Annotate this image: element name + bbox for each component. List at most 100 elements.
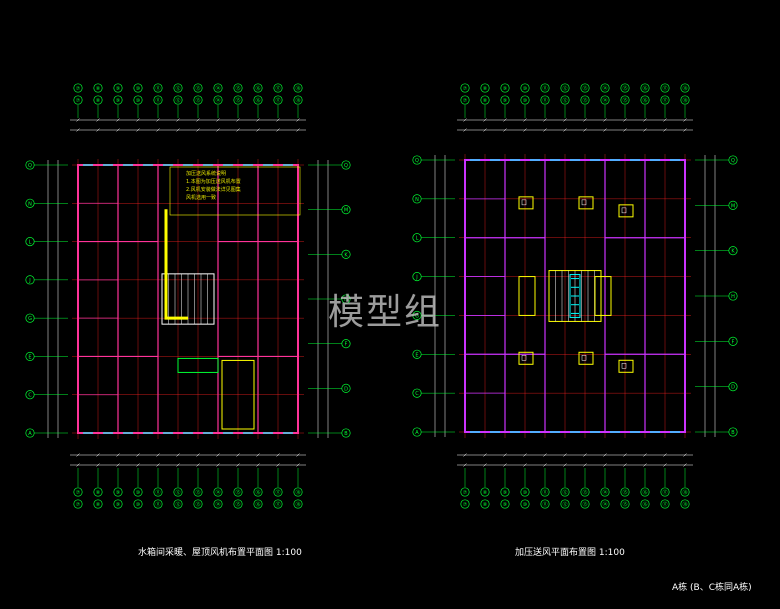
axis-bubble [73, 95, 83, 105]
axis-label: ⑯ [642, 97, 647, 104]
axis-bubble [193, 83, 203, 93]
axis-bubble [500, 83, 510, 93]
axis-label: ⑨ [116, 86, 120, 92]
axis-bubble [580, 499, 590, 509]
axis-bubble [680, 83, 690, 93]
dimension-tick [196, 453, 200, 457]
axis-label: ⑧ [483, 502, 488, 508]
dimension-tick [503, 463, 507, 467]
dimension-tick [156, 118, 160, 122]
axis-bubble [133, 487, 143, 497]
dimension-tick [176, 128, 180, 132]
axis-label: ⑪ [542, 489, 547, 496]
axis-bubble [133, 499, 143, 509]
axis-label: ⑩ [523, 98, 528, 104]
dimension-tick [256, 453, 260, 457]
building-note: A栋 (B、C栋同A栋) [672, 583, 752, 593]
dimension-tick [563, 463, 567, 467]
axis-bubble [213, 487, 223, 497]
axis-bubble [540, 499, 550, 509]
axis-bubble [480, 487, 490, 497]
equipment-room [221, 359, 255, 430]
axis-bubble [173, 95, 183, 105]
dimension-tick [643, 463, 647, 467]
axis-label: ⑧ [96, 86, 101, 92]
axis-bubble [113, 499, 123, 509]
note-line: 加压送风系统说明 [186, 171, 227, 177]
dimension-tick [463, 463, 467, 467]
axis-label: ⑧ [483, 490, 488, 496]
dimension-tick [136, 463, 140, 467]
dimension-tick [663, 453, 667, 457]
axis-label: ⑦ [463, 98, 468, 104]
dimension-tick [523, 118, 527, 122]
axis-label: ⑬ [195, 489, 200, 496]
dimension-tick [523, 128, 527, 132]
axis-label: ⑦ [463, 502, 468, 508]
dimension-tick [503, 128, 507, 132]
right-floor-plan: ⑦⑦⑦⑦⑧⑧⑧⑧⑨⑨⑨⑨⑩⑩⑩⑩⑪⑪⑪⑪⑫⑫⑫⑫⑬⑬⑬⑬⑭⑭⑭⑭⑮⑮⑮⑮⑯⑯⑯⑯… [412, 83, 738, 509]
dimension-tick [563, 118, 567, 122]
axis-label: ⑮ [622, 489, 627, 496]
bathroom-block [518, 196, 534, 210]
axis-label: ⑬ [195, 97, 200, 104]
axis-label: D [731, 385, 735, 391]
axis-label: ⑱ [682, 97, 687, 104]
axis-bubble [293, 499, 303, 509]
dimension-tick [483, 463, 487, 467]
dimension-tick [196, 128, 200, 132]
axis-label: B [731, 430, 735, 436]
dimension-tick [116, 118, 120, 122]
axis-bubble [113, 95, 123, 105]
dimension-tick [463, 118, 467, 122]
axis-label: L [29, 240, 32, 246]
axis-label: ⑮ [235, 489, 240, 496]
axis-label: ⑱ [295, 85, 300, 92]
note-line: 2.风机安装做法详见图集 [186, 187, 241, 193]
dimension-tick [256, 128, 260, 132]
axis-label: ⑩ [523, 502, 528, 508]
axis-label: ⑪ [542, 97, 547, 104]
dimension-tick [236, 128, 240, 132]
axis-label: ⑮ [235, 97, 240, 104]
axis-label: ⑭ [602, 489, 607, 496]
dimension-tick [296, 118, 300, 122]
axis-label: ⑯ [255, 489, 260, 496]
axis-label: ⑦ [76, 98, 81, 104]
dimension-tick [176, 118, 180, 122]
dimension-tick [276, 128, 280, 132]
axis-label: ⑬ [582, 489, 587, 496]
dimension-tick [683, 463, 687, 467]
dimension-tick [176, 453, 180, 457]
axis-bubble [213, 95, 223, 105]
axis-label: ⑩ [136, 490, 141, 496]
dimension-tick [523, 463, 527, 467]
dimension-tick [196, 118, 200, 122]
axis-label: ⑰ [275, 489, 280, 496]
axis-label: ⑰ [662, 97, 667, 104]
axis-label: ⑨ [116, 502, 120, 508]
dimension-tick [76, 118, 80, 122]
axis-label: ⑩ [523, 86, 528, 92]
pressurization-shaft [569, 274, 581, 318]
axis-bubble [193, 499, 203, 509]
axis-label: C [28, 393, 32, 399]
axis-bubble [600, 499, 610, 509]
axis-bubble [680, 95, 690, 105]
axis-bubble [660, 83, 670, 93]
axis-label: ⑨ [116, 490, 120, 496]
dimension-tick [176, 463, 180, 467]
axis-bubble [520, 499, 530, 509]
bathroom-block [618, 359, 634, 373]
dimension-tick [483, 118, 487, 122]
axis-bubble [620, 487, 630, 497]
dimension-tick [256, 463, 260, 467]
axis-label: ⑰ [662, 85, 667, 92]
axis-bubble [213, 499, 223, 509]
dimension-tick [483, 128, 487, 132]
axis-label: ⑪ [155, 489, 160, 496]
axis-label: M [731, 203, 735, 209]
axis-bubble [173, 487, 183, 497]
axis-label: ⑪ [542, 85, 547, 92]
dimension-tick [543, 453, 547, 457]
